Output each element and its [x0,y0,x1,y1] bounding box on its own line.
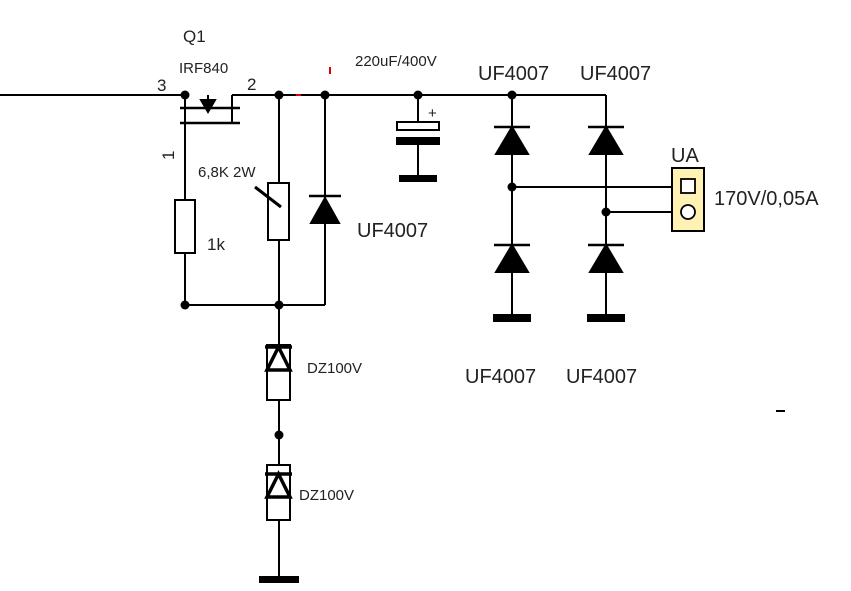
zener-1: DZ100V [264,343,362,401]
output-rating-label: 170V/0,05A [714,188,819,210]
resistor-1k: 1k [174,199,225,254]
wires [0,67,785,577]
junctions [180,90,611,440]
mosfet-q1: Q1 IRF840 3 2 1 [157,27,256,160]
capacitor-polarity-label: + [428,105,437,122]
connector-label: UA [671,145,699,167]
mosfet-pin3-label: 3 [157,76,166,95]
zener-1-label: DZ100V [307,360,362,377]
capacitor: + 220uF/400V [355,53,440,182]
output-connector: UA 170V/0,05A [671,145,819,232]
diode-bottom-right-label: UF4007 [566,366,637,388]
zener-2-label: DZ100V [299,487,354,504]
resistor-1k-label: 1k [207,235,225,254]
mosfet-pin2-label: 2 [247,75,256,94]
diode-bottom-right: UF4007 [566,243,637,388]
ground-bar [259,576,299,583]
capacitor-value-label: 220uF/400V [355,53,437,70]
diode-top-right: UF4007 [580,63,651,155]
diode-top-left: UF4007 [478,63,549,155]
mosfet-pin1-label: 1 [159,151,178,160]
resistor-6k8: 6,8K 2W [198,164,290,241]
diode-bottom-left: UF4007 [465,243,536,388]
diode-top-right-label: UF4007 [580,63,651,85]
diode-bottom-left-label: UF4007 [465,366,536,388]
diode-drain-label: UF4007 [357,220,428,242]
zener-2: DZ100V [264,464,354,521]
diode-top-left-label: UF4007 [478,63,549,85]
mosfet-part-label: IRF840 [179,60,228,77]
mosfet-ref-label: Q1 [183,27,206,46]
resistor-6k8-label: 6,8K 2W [198,164,256,181]
diode-drain: UF4007 [309,194,428,242]
